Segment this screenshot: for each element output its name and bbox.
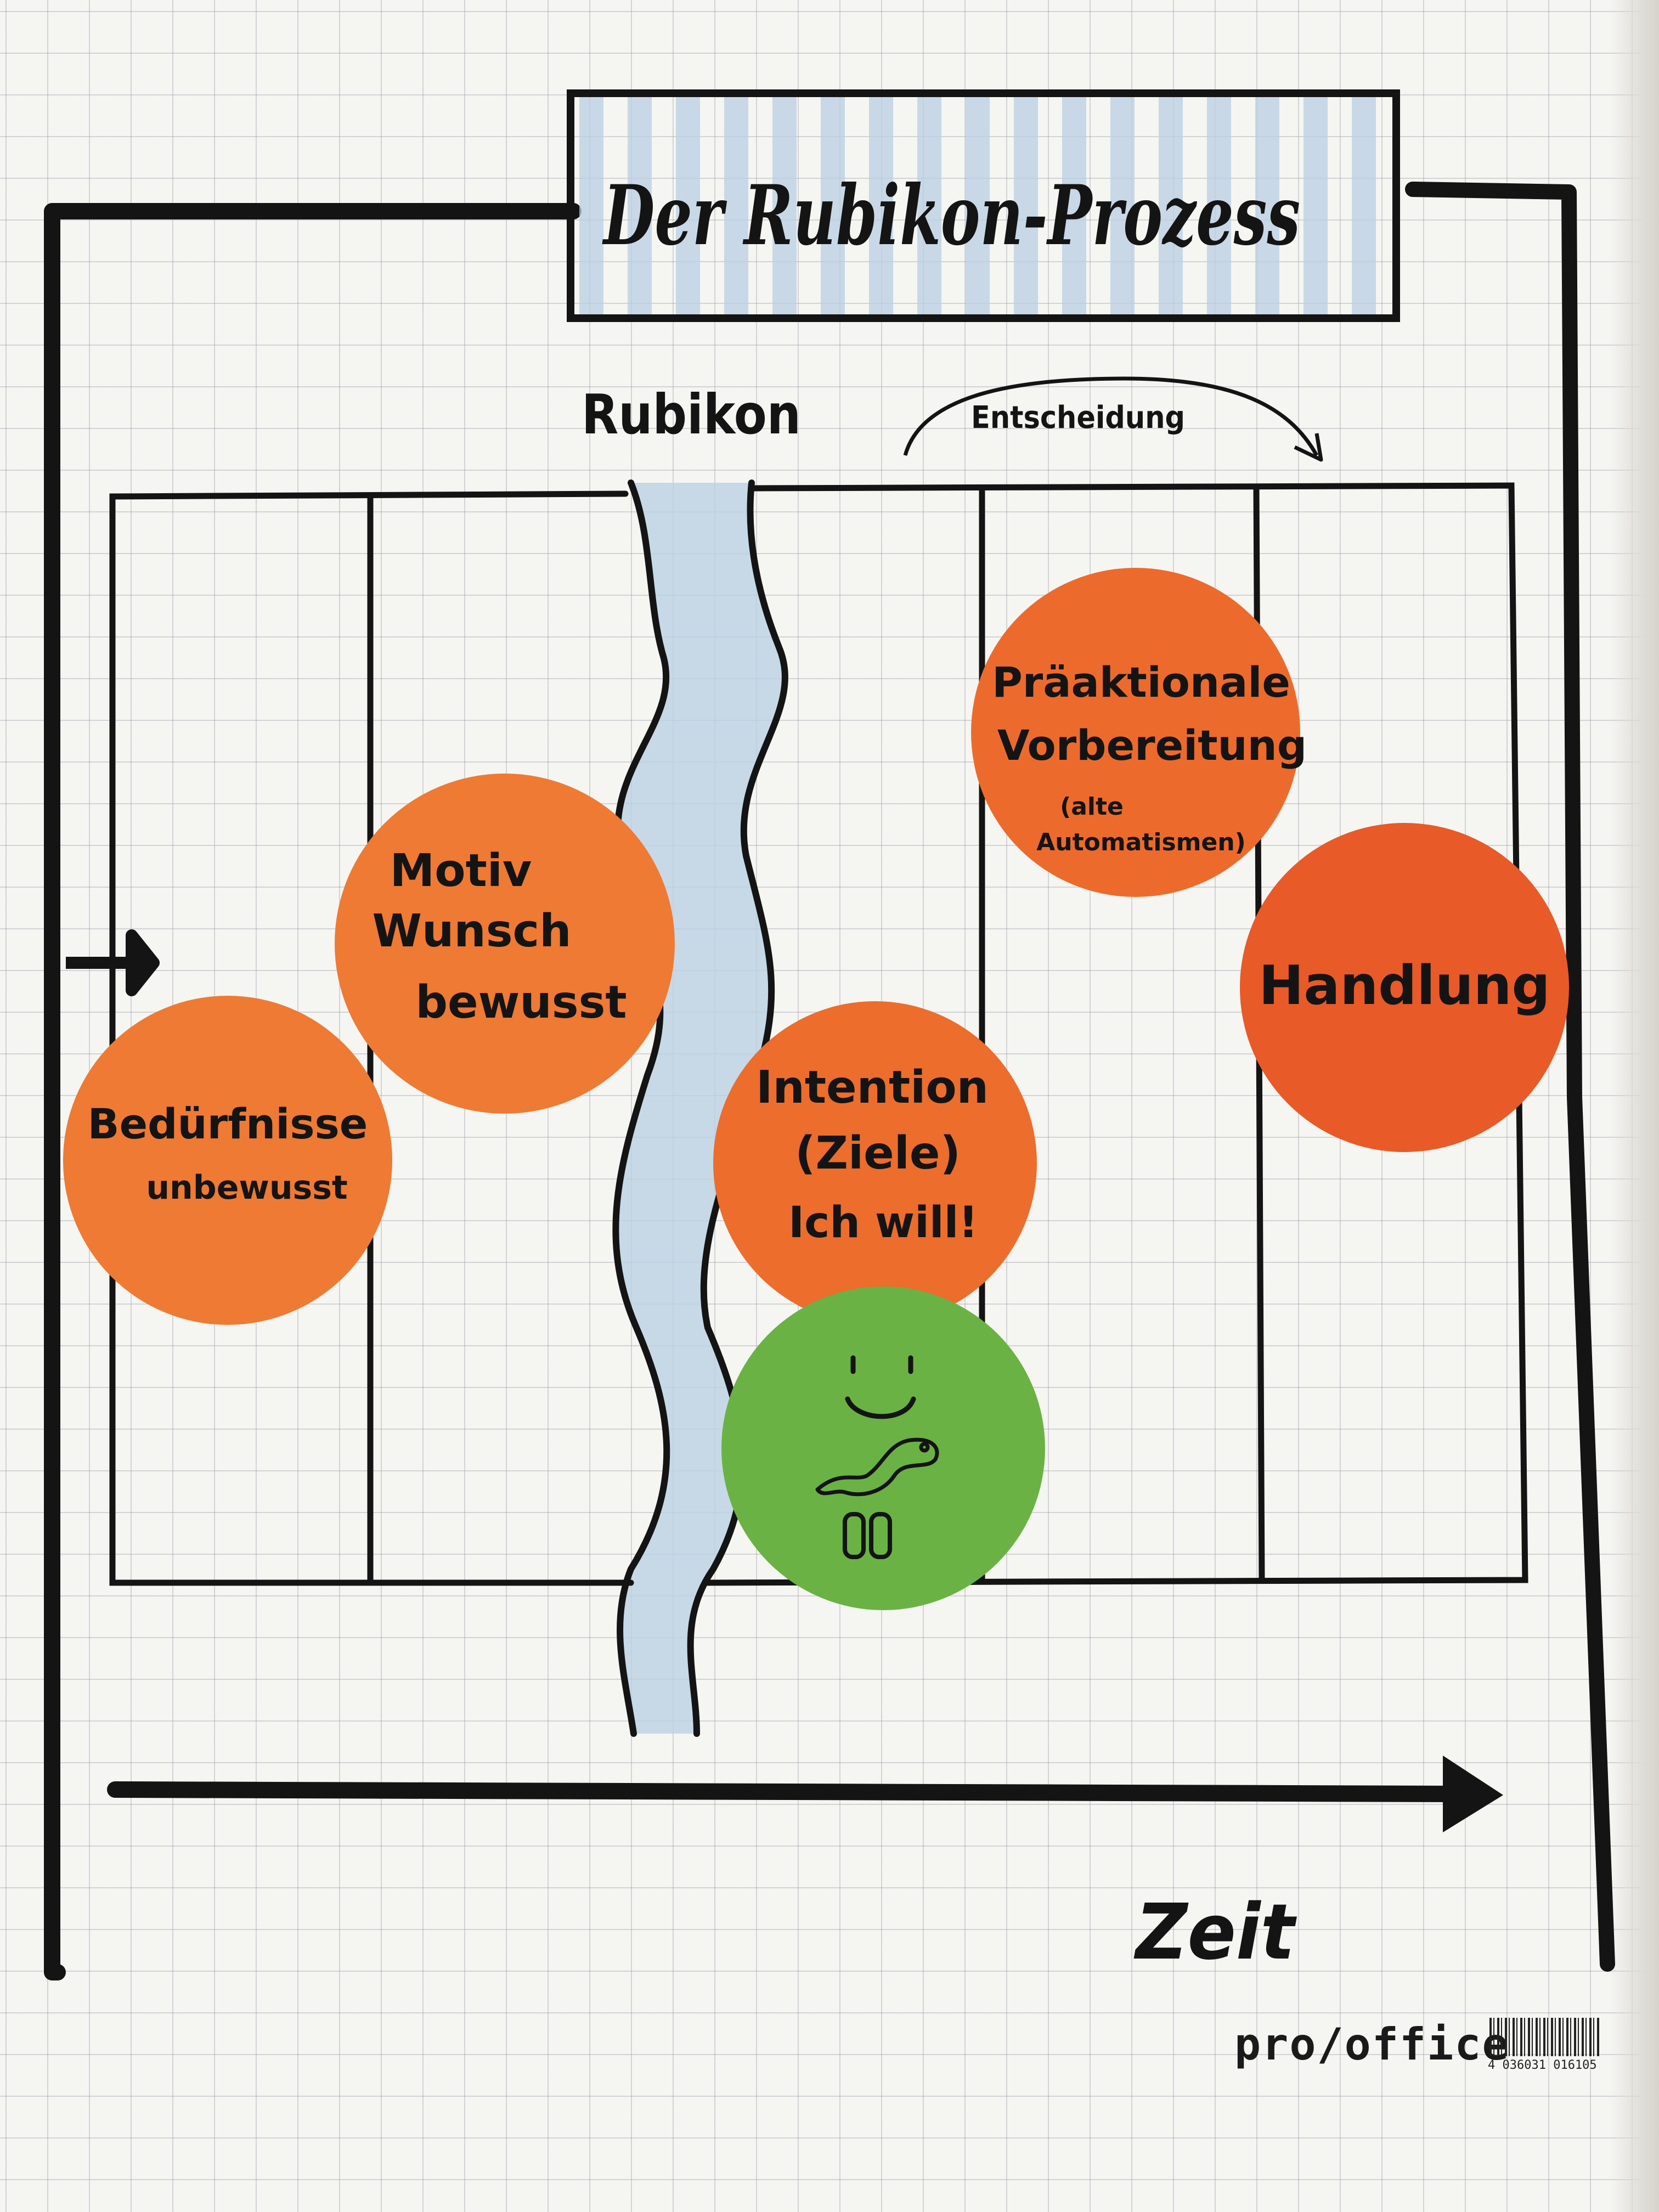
circle-praeaktionale-line4: Automatismen): [1036, 828, 1246, 856]
circle-praeaktionale-line1: Präaktionale: [992, 658, 1290, 707]
outer-frame-right: [1405, 182, 1615, 1972]
circle-praeaktionale-line3: (alte: [1060, 793, 1124, 821]
circle-beduerfnisse-line1: Bedürfnisse: [88, 1099, 368, 1148]
paper-edge-shadow: [1610, 0, 1659, 2212]
label-entscheidung: Entscheidung: [971, 400, 1185, 436]
river-bank-left: [612, 479, 670, 1737]
brand-logo: pro/office: [1234, 2019, 1510, 2070]
outer-frame-left: [44, 203, 582, 1980]
circle-handlung-line1: Handlung: [1259, 955, 1550, 1017]
circle-praeaktionale: [971, 568, 1300, 897]
circle-green: [721, 1286, 1045, 1610]
barcode-number: 4 036031 016105: [1488, 2058, 1597, 2072]
smiley-icon: [845, 1355, 916, 1419]
circle-intention-line3: Ich will!: [788, 1198, 978, 1248]
circle-handlung: [1240, 823, 1569, 1152]
title-box: [567, 89, 1400, 322]
page-title: Der Rubikon-Prozess: [602, 167, 1300, 264]
circle-motiv: [335, 774, 675, 1114]
label-zeit: Zeit: [1133, 1888, 1297, 1977]
time-axis: [107, 1781, 1462, 1802]
time-axis-arrowhead: [1443, 1756, 1503, 1832]
circle-intention: [713, 1001, 1037, 1325]
circle-intention-line1: Intention: [756, 1062, 989, 1114]
label-rubikon: Rubikon: [582, 382, 801, 447]
footprints-icon: [843, 1512, 892, 1559]
circle-beduerfnisse: [63, 996, 392, 1325]
barcode: [1489, 2018, 1599, 2056]
circle-intention-line2: (Ziele): [795, 1127, 961, 1180]
circle-motiv-line1: Motiv: [390, 845, 532, 897]
circle-beduerfnisse-line2: unbewusst: [146, 1169, 347, 1207]
decision-arc-arrow: [903, 376, 1319, 456]
circle-praeaktionale-line2: Vorbereitung: [997, 721, 1307, 770]
circle-motiv-line3: bewusst: [415, 977, 627, 1029]
decision-arrowhead: [1294, 433, 1323, 462]
worm-icon: [815, 1437, 939, 1497]
river-rubikon: [616, 483, 785, 1734]
circle-motiv-line2: Wunsch: [373, 905, 572, 957]
entry-arrow: [66, 929, 160, 996]
